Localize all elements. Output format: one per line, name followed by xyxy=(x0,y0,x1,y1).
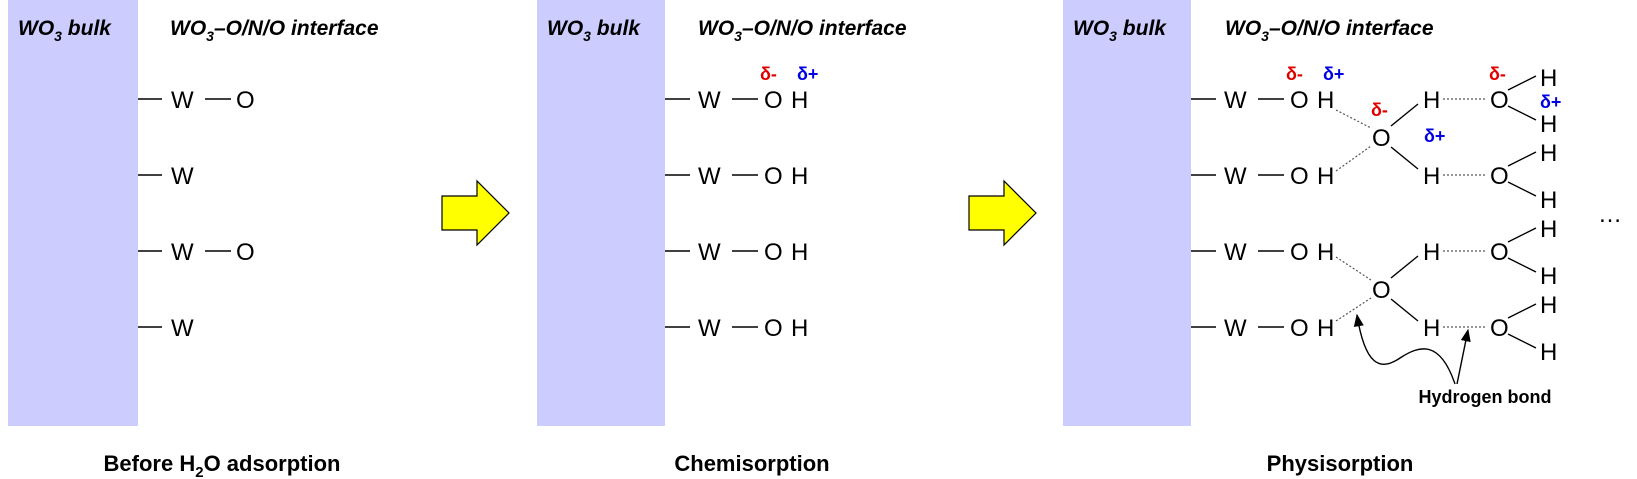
bulk-header: WO3 bulk xyxy=(547,17,641,44)
atom-o: O xyxy=(1290,315,1309,342)
right-arrow-icon xyxy=(968,179,1037,247)
atom-w: W xyxy=(698,315,721,342)
atom-h: H xyxy=(1540,263,1557,290)
atom-o: O xyxy=(1290,163,1309,190)
wo3-bulk-block xyxy=(537,0,665,426)
curved-arrow-icon xyxy=(1353,313,1456,385)
atom-o: O xyxy=(1372,277,1391,304)
panel-caption: Before H2O adsorption xyxy=(104,451,341,479)
wo3-bulk-block xyxy=(8,0,138,426)
atom-w: W xyxy=(171,315,194,342)
atom-w: W xyxy=(171,87,194,114)
atom-w: W xyxy=(1224,163,1247,190)
atom-o: O xyxy=(236,239,255,266)
atom-h: H xyxy=(1317,163,1334,190)
panel-caption: Chemisorption xyxy=(674,451,829,476)
atom-o: O xyxy=(1490,87,1509,114)
atom-h: H xyxy=(1540,216,1557,243)
atom-h: H xyxy=(1540,339,1557,366)
atom-h: H xyxy=(791,315,808,342)
atom-h: H xyxy=(1423,163,1440,190)
delta-minus: δ- xyxy=(760,64,777,84)
bulk-header: WO3 bulk xyxy=(1073,17,1167,44)
ellipsis: … xyxy=(1598,201,1622,228)
atom-o: O xyxy=(764,315,783,342)
atom-h: H xyxy=(1317,87,1334,114)
interface-header: WO3–O/N/O interface xyxy=(170,17,379,44)
atom-o: O xyxy=(764,87,783,114)
atom-w: W xyxy=(1224,87,1247,114)
panel-chemisorption: WO3 bulk WO3–O/N/O interface δ- δ+ W O H… xyxy=(537,0,907,476)
interface-header: WO3–O/N/O interface xyxy=(1225,17,1434,44)
panel-before-adsorption: WO3 bulk WO3–O/N/O interface W O W W O W… xyxy=(8,0,379,479)
delta-plus: δ+ xyxy=(1323,64,1344,84)
delta-minus: δ- xyxy=(1489,64,1506,84)
delta-minus: δ- xyxy=(1371,100,1388,120)
panel-physisorption: WO3 bulk WO3–O/N/O interface W O H W O H… xyxy=(1063,0,1622,476)
atom-w: W xyxy=(698,87,721,114)
atom-o: O xyxy=(1490,239,1509,266)
delta-plus: δ+ xyxy=(797,64,818,84)
delta-minus: δ- xyxy=(1286,64,1303,84)
atom-h: H xyxy=(1423,87,1440,114)
atom-o: O xyxy=(764,239,783,266)
atom-h: H xyxy=(791,163,808,190)
atom-o: O xyxy=(1372,125,1391,152)
atom-w: W xyxy=(171,239,194,266)
atom-w: W xyxy=(698,163,721,190)
atom-w: W xyxy=(1224,315,1247,342)
atom-o: O xyxy=(236,87,255,114)
hydrogen-bond-label: Hydrogen bond xyxy=(1419,387,1552,407)
straight-arrow-icon xyxy=(1456,328,1471,385)
delta-plus: δ+ xyxy=(1424,126,1445,146)
atom-h: H xyxy=(1423,239,1440,266)
atom-w: W xyxy=(698,239,721,266)
atom-o: O xyxy=(1490,315,1509,342)
right-arrow-icon xyxy=(441,179,510,247)
atom-h: H xyxy=(1540,187,1557,214)
atom-w: W xyxy=(171,163,194,190)
atom-h: H xyxy=(791,239,808,266)
atom-h: H xyxy=(1317,239,1334,266)
atom-h: H xyxy=(1540,111,1557,138)
bulk-header: WO3 bulk xyxy=(18,17,112,44)
atom-h: H xyxy=(1540,65,1557,92)
atom-o: O xyxy=(1290,87,1309,114)
atom-o: O xyxy=(1490,163,1509,190)
atom-h: H xyxy=(1540,292,1557,319)
atom-o: O xyxy=(764,163,783,190)
atom-h: H xyxy=(1423,315,1440,342)
delta-plus: δ+ xyxy=(1540,92,1561,112)
panel-caption: Physisorption xyxy=(1267,451,1414,476)
atom-o: O xyxy=(1290,239,1309,266)
atom-h: H xyxy=(1540,140,1557,167)
atom-h: H xyxy=(1317,315,1334,342)
interface-header: WO3–O/N/O interface xyxy=(698,17,907,44)
atom-h: H xyxy=(791,87,808,114)
atom-w: W xyxy=(1224,239,1247,266)
wo3-bulk-block xyxy=(1063,0,1191,426)
